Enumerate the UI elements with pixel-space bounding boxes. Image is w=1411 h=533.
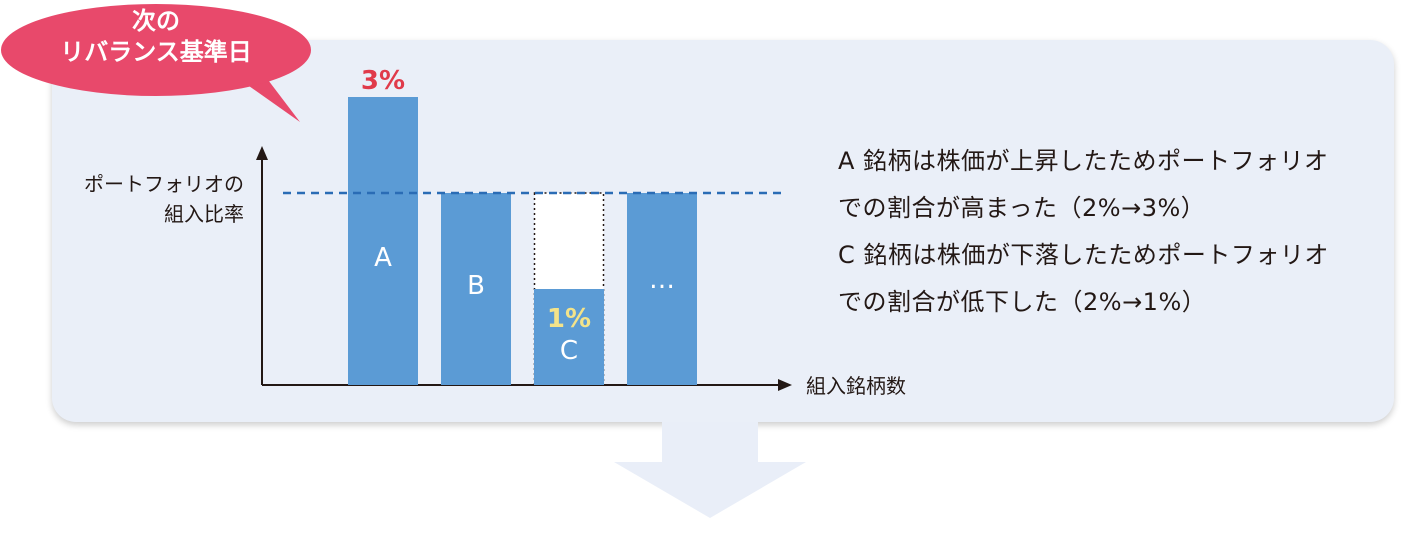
explanation-line-1: A 銘柄は株価が上昇したためポートフォリオ <box>838 147 1329 175</box>
bar-more <box>627 193 697 385</box>
rebalance-date-badge <box>1 4 311 122</box>
y-axis-label-line1: ポートフォリオの <box>84 172 244 196</box>
explanation-line-2: での割合が高まった（2%→3%） <box>838 194 1206 222</box>
badge-label: 次の リバランス基準日 <box>0 6 312 68</box>
bar-label-C: C <box>560 336 578 366</box>
value-label-A: 3% <box>361 66 405 96</box>
bar-A <box>348 97 418 385</box>
badge-line-2: リバランス基準日 <box>60 38 252 66</box>
bar-C <box>534 289 604 385</box>
bar-label-B: B <box>467 271 485 301</box>
x-axis-label: 組入銘柄数 <box>806 374 906 398</box>
bar-B <box>441 193 511 385</box>
explanation-line-3: C 銘柄は株価が下落したためポートフォリオ <box>838 241 1329 269</box>
bar-label-more: … <box>649 265 675 295</box>
value-label-C: 1% <box>547 304 591 334</box>
explanation-text: A 銘柄は株価が上昇したためポートフォリオ での割合が高まった（2%→3%） C… <box>838 138 1378 326</box>
badge-line-1: 次の <box>132 7 180 35</box>
down-arrow-icon <box>614 422 806 518</box>
bar-label-A: A <box>374 243 392 273</box>
x-axis-arrowhead <box>778 379 792 391</box>
y-axis-label-line2: 組入比率 <box>164 202 244 226</box>
explanation-line-4: での割合が低下した（2%→1%） <box>838 288 1207 316</box>
y-axis-arrowhead <box>256 146 268 160</box>
